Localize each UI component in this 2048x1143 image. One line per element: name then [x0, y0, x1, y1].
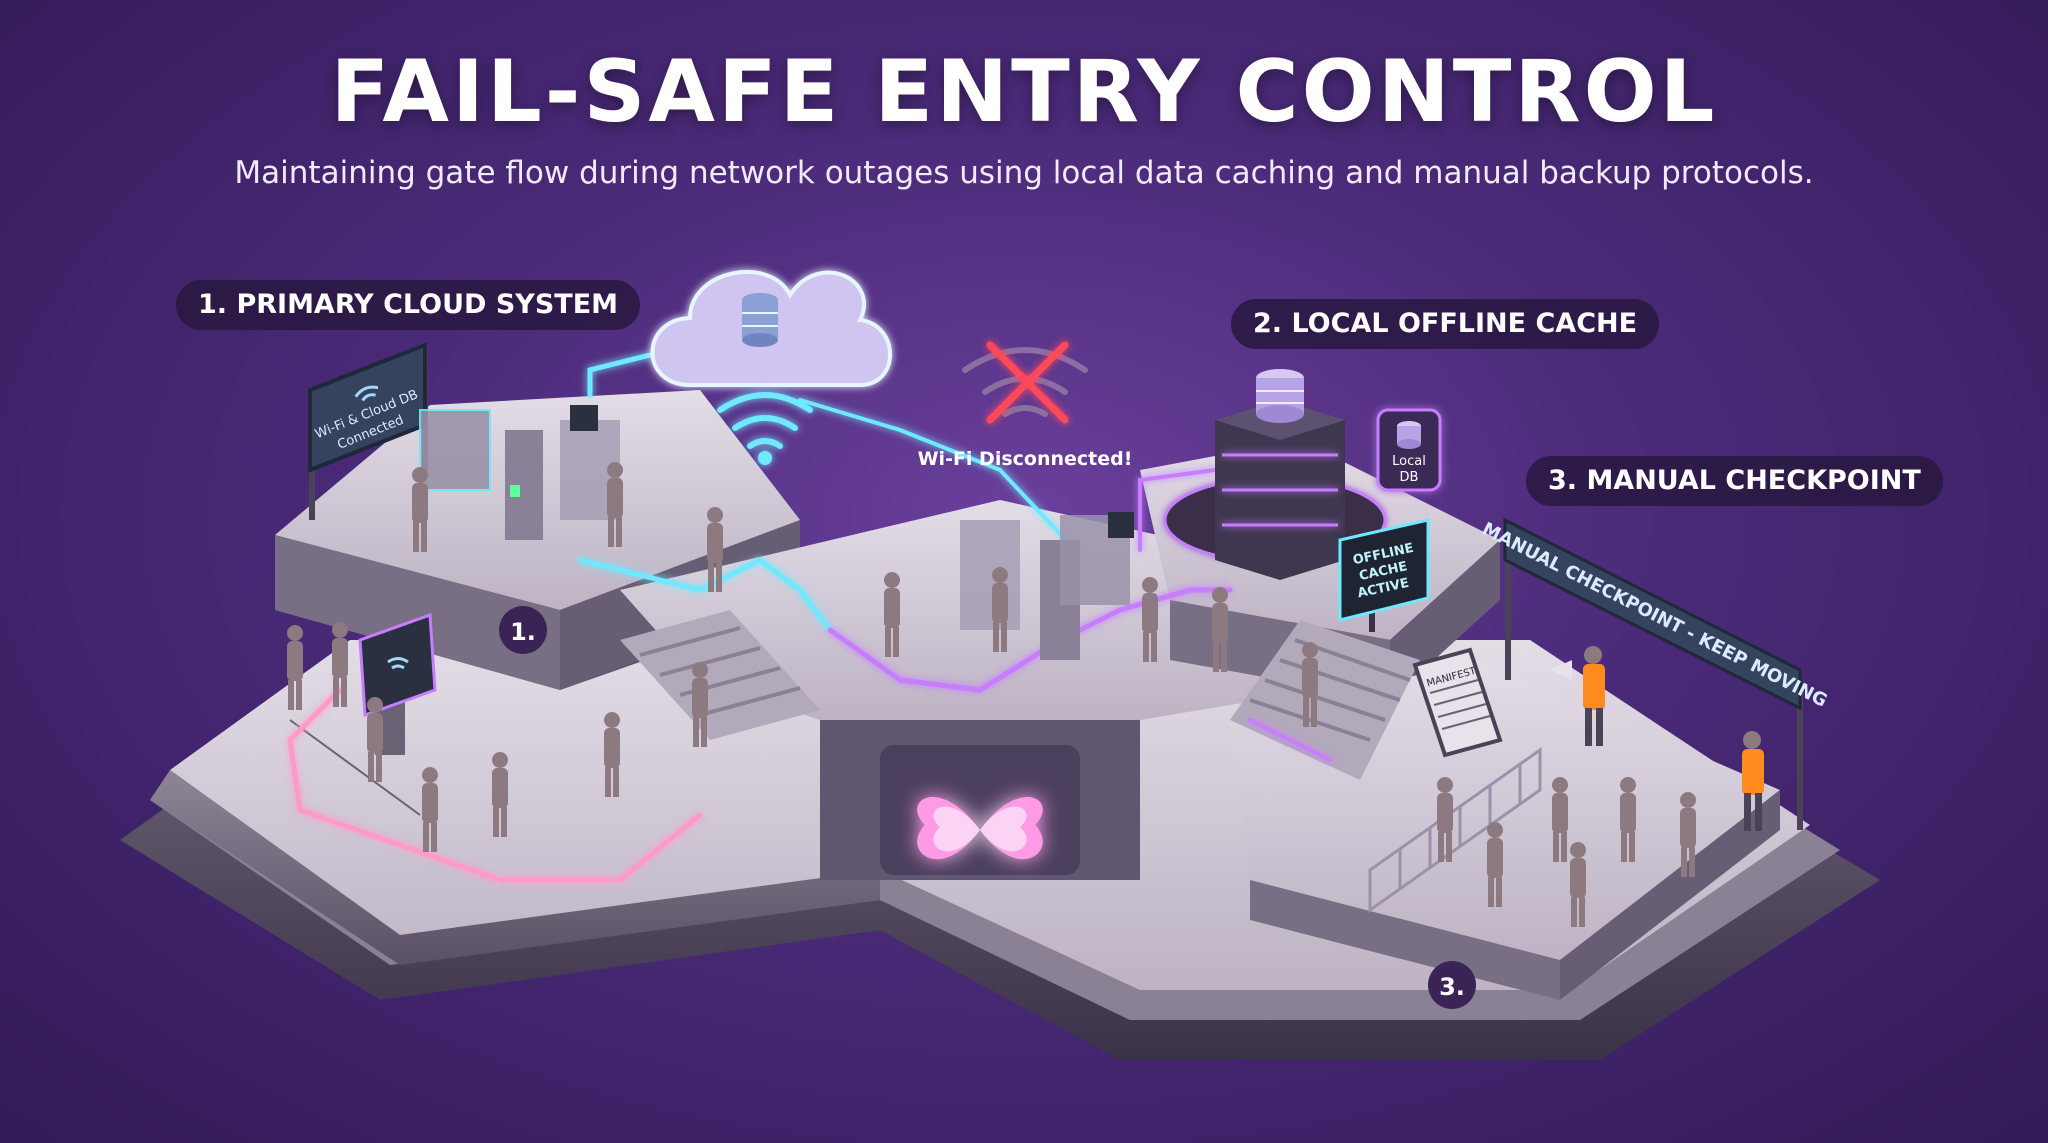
offline-turnstiles [960, 512, 1134, 660]
wifi-status-label: Wi-Fi Disconnected! [918, 448, 1133, 470]
person [992, 567, 1008, 652]
wifi-disconnected-icon [962, 341, 1088, 424]
person [692, 662, 708, 747]
offline-cache-monitor: OFFLINE CACHE ACTIVE [1338, 518, 1430, 632]
person [1487, 822, 1503, 907]
server-rack-icon [1163, 369, 1387, 580]
right-stairs [1230, 620, 1420, 780]
self-service-kiosk [358, 612, 437, 755]
step-marker-3: 3. [1428, 961, 1476, 1009]
crowd-figures [287, 462, 1696, 927]
staff-with-megaphone [1550, 646, 1605, 746]
butterfly-logo-icon [917, 797, 1043, 860]
left-lower-tier [150, 719, 880, 965]
person [412, 467, 428, 552]
person [884, 572, 900, 657]
left-stairs [620, 610, 820, 740]
person [332, 622, 348, 707]
person [1212, 587, 1228, 672]
wifi-icon [387, 657, 409, 670]
central-doorway [880, 745, 1080, 875]
gate-scanner-screen [1108, 512, 1134, 538]
wifi-icon [354, 385, 379, 402]
person [1552, 777, 1568, 862]
cyan-cloud-link [798, 398, 1082, 557]
person [492, 752, 508, 837]
person [1620, 777, 1636, 862]
megaphone-icon [1550, 660, 1572, 680]
person [1437, 777, 1453, 862]
gate-indicator-light [510, 485, 520, 497]
section-label-manual-checkpoint: 3. MANUAL CHECKPOINT [1526, 456, 1943, 506]
person [604, 712, 620, 797]
section-label-local-offline-cache: 2. LOCAL OFFLINE CACHE [1231, 299, 1660, 349]
person [1302, 642, 1318, 727]
right-stairs-glow [1248, 718, 1332, 762]
database-icon [1397, 421, 1421, 449]
pink-flow-path [287, 687, 703, 883]
person [1142, 577, 1158, 662]
wifi-icon [717, 392, 813, 465]
step-marker-1-label: 1. [510, 618, 536, 646]
manifest-board: MANIFEST [1412, 647, 1503, 758]
person [422, 767, 438, 852]
violet-server-link [1138, 468, 1217, 552]
page-subtitle: Maintaining gate flow during network out… [234, 155, 1814, 191]
gate-scanner-screen [570, 405, 598, 431]
section-label-primary-cloud: 1. PRIMARY CLOUD SYSTEM [176, 280, 641, 330]
database-icon [1256, 369, 1304, 423]
person [1680, 792, 1696, 877]
person [607, 462, 623, 547]
step-marker-1: 1. [499, 606, 547, 654]
person [1570, 842, 1586, 927]
local-db-badge: Local DB [1376, 408, 1442, 492]
page-title: FAIL-SAFE ENTRY CONTROL [330, 42, 1718, 142]
local-db-line2: DB [1400, 470, 1419, 485]
person [707, 507, 723, 592]
person [367, 697, 383, 782]
local-db-line1: Local [1392, 454, 1426, 469]
person [287, 625, 303, 710]
checkpoint-staff [1550, 646, 1764, 831]
cloud-database-icon [650, 270, 892, 387]
step-marker-3-label: 3. [1439, 973, 1465, 1001]
staff-with-flashlight [1742, 731, 1764, 831]
cloud-turnstiles [419, 405, 620, 540]
crowd-barrier [1368, 747, 1542, 913]
